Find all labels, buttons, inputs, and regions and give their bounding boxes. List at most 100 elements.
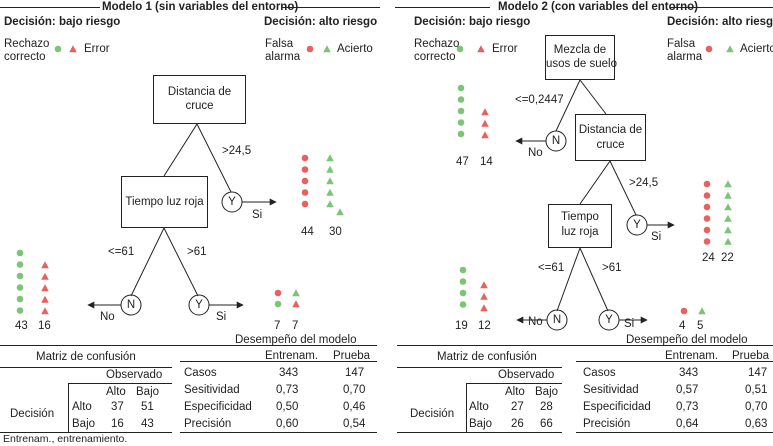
m1-leaf2-red-count: 16	[38, 320, 51, 332]
m2-node-distance-line2: cruce	[596, 139, 625, 151]
hit-triangle	[724, 191, 732, 199]
false-alarm-circle	[703, 226, 711, 234]
correct-rejection-circle	[16, 272, 24, 280]
m2-node-distance-line1: Distancia de	[578, 124, 643, 136]
m2-leaf3-green-count: 4	[679, 320, 686, 332]
false-alarm-circle	[301, 189, 309, 196]
false-alarm-circle	[301, 166, 309, 173]
m2-leaf2-no: No	[528, 316, 543, 328]
error-triangle	[481, 119, 489, 127]
correct-rejection-circle	[457, 107, 465, 115]
m2-node-redlight-line2: luz roja	[561, 226, 599, 238]
legend-hit-triangle-icon	[323, 45, 331, 53]
footnote: Entrenam., entrenamiento.	[3, 433, 128, 445]
correct-rejection-circle	[16, 307, 24, 314]
false-alarm-circle	[274, 289, 282, 297]
m1-leaf3-y: Y	[195, 299, 203, 311]
m1-performance-row-label: Casos	[184, 367, 217, 379]
m1-legend-falsealarm-line1: Falsa	[265, 38, 294, 50]
false-alarm-circle	[703, 215, 711, 222]
hit-triangle	[326, 154, 334, 162]
m1-confusion-alto-bajo: 51	[141, 401, 154, 413]
m2-node-redlight-line1: Tiempo	[561, 211, 599, 223]
m2-legend-correct-line2: correcto	[414, 51, 456, 63]
correct-rejection-circle	[16, 249, 24, 257]
m1-leaf2-green-count: 43	[15, 320, 28, 332]
m2-performance-row-label: Casos	[583, 367, 616, 379]
false-alarm-circle	[301, 200, 309, 208]
m1-node-redlight: Tiempo luz roja	[125, 196, 204, 208]
error-triangle	[480, 292, 488, 300]
m2-leaf0-red-count: 14	[480, 156, 493, 168]
m2-leaf3-y: Y	[605, 314, 613, 326]
m2-leaf1-green-count: 24	[702, 252, 715, 264]
m2-legend-hit: Acierto	[740, 43, 773, 55]
m2-legend-correct-line1: Rechazo	[414, 38, 460, 50]
m2-performance-row-label: Precisión	[583, 418, 631, 430]
m1-performance-row-train: 0,60	[276, 418, 299, 430]
m2-edge-redlight-gt: >61	[602, 262, 622, 274]
m1-confusion-col-bajo: Bajo	[136, 386, 160, 398]
hit-triangle	[326, 188, 334, 196]
m2-legend-low-heading: Decisión: bajo riesgo	[414, 16, 531, 28]
m2-performance-col-train: Entrenam.	[665, 350, 719, 362]
hit-triangle	[698, 307, 706, 315]
m2-performance-row-train: 0,64	[676, 418, 699, 430]
m1-edge-redlight-le: <=61	[108, 246, 135, 258]
m1-leaf1-green-count: 44	[301, 226, 314, 238]
m2-edge-landuse-le: <=0,2447	[515, 94, 564, 106]
m2-leaf3-yes: Si	[624, 318, 635, 330]
m2-performance-row-train: 0,73	[676, 401, 699, 413]
legend-error-triangle-icon	[477, 45, 485, 53]
error-triangle	[41, 261, 49, 269]
m2-performance-row-test: 0,63	[745, 418, 768, 430]
m2-legend-falsealarm-line2: alarma	[667, 51, 703, 63]
m1-legend-falsealarm-line2: alarma	[265, 51, 301, 63]
m2-confusion-row-alto: Alto	[469, 401, 489, 413]
m2-confusion-bajo-bajo: 66	[540, 418, 553, 430]
m1-leaf1-red-count: 30	[329, 226, 342, 238]
m1-edge-distance-gt: >24,5	[222, 145, 252, 157]
hit-triangle	[292, 289, 300, 297]
m1-confusion-row-alto: Alto	[72, 401, 92, 413]
error-triangle	[480, 304, 488, 312]
false-alarm-circle	[703, 180, 711, 188]
m1-legend-hit: Acierto	[337, 43, 373, 55]
m1-performance-row-test: 0,54	[343, 418, 366, 430]
m2-node-redlight-box	[548, 204, 612, 248]
false-alarm-circle	[301, 177, 309, 185]
correct-rejection-circle	[16, 261, 24, 268]
m1-legend-low-heading: Decisión: bajo riesgo	[4, 16, 121, 28]
m2-confusion-alto-alto: 27	[511, 401, 524, 413]
m1-confusion-col-alto: Alto	[106, 386, 126, 398]
m2-confusion-col-alto: Alto	[505, 386, 525, 398]
m1-legend-correct-line1: Rechazo	[4, 38, 50, 50]
m2-node-landuse-box	[545, 35, 615, 80]
m1-confusion-bajo-alto: 16	[111, 418, 124, 430]
m2-confusion-row-bajo: Bajo	[469, 418, 493, 430]
hit-triangle	[326, 200, 334, 208]
m2-leaf3-red-count: 5	[697, 320, 704, 332]
m1-performance-row-label: Especificidad	[184, 401, 252, 413]
false-alarm-circle	[703, 238, 711, 245]
m1-performance-row-train: 343	[279, 367, 299, 379]
m1-confusion-decision: Decisión	[10, 408, 55, 420]
correct-rejection-circle	[274, 300, 282, 308]
hit-triangle	[724, 180, 732, 188]
m2-performance-row-label: Sesitividad	[583, 384, 639, 396]
m2-node-distance-box	[575, 114, 646, 161]
legend-error-triangle-icon	[69, 45, 77, 53]
correct-rejection-circle	[16, 284, 24, 291]
m1-leaf1-y: Y	[228, 196, 236, 208]
m2-edge-redlight-le: <=61	[538, 262, 565, 274]
m2-leaf2-n: N	[552, 314, 562, 326]
m2-leaf1-yes: Si	[651, 231, 662, 243]
correct-rejection-circle	[457, 96, 465, 103]
m2-legend-high-heading: Decisión: alto riesgo	[667, 16, 773, 28]
m1-leaf3-yes: Si	[216, 311, 227, 323]
false-alarm-circle	[703, 192, 711, 199]
legend-false-alarm-circle-icon	[705, 45, 713, 53]
m2-leaf1-y: Y	[633, 219, 641, 231]
m2-node-landuse-line2: usos de suelo	[546, 58, 617, 70]
